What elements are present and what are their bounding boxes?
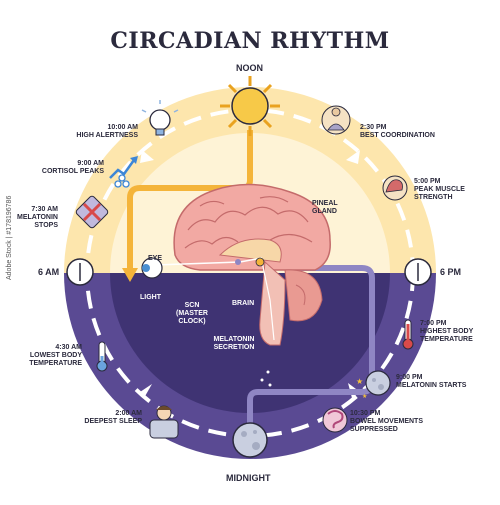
event-lowest-body-temperature: 4:30 AM LOWEST BODY TEMPERATURE xyxy=(8,344,82,368)
intestine-icon xyxy=(322,407,348,433)
brain-label: BRAIN xyxy=(232,300,255,307)
svg-text:★: ★ xyxy=(362,393,367,400)
light-path xyxy=(127,130,253,270)
event-text: DEEPEST SLEEP xyxy=(84,418,142,425)
scn-label: SCN (MASTER CLOCK) xyxy=(176,302,208,325)
event-time: 7:00 PM xyxy=(420,320,447,327)
event-text: CORTISOL PEAKS xyxy=(41,168,104,175)
orbit-arrowhead xyxy=(140,150,154,163)
event-melatonin-starts: 9:00 PM MELATONIN STARTS xyxy=(396,374,476,390)
event-text: BEST COORDINATION xyxy=(360,132,435,139)
event-time: 5:00 PM xyxy=(414,178,441,185)
page-title: CIRCADIAN RHYTHM xyxy=(110,28,390,54)
event-peak-muscle-strength: 5:00 PM PEAK MUSCLE STRENGTH xyxy=(414,178,486,202)
six-am-label: 6 AM xyxy=(38,267,60,277)
sun-icon xyxy=(220,76,280,136)
clock-ring-night xyxy=(110,273,390,413)
orbit-arrowhead xyxy=(346,150,360,164)
clock-6pm-icon xyxy=(404,258,432,286)
pineal-gland-label: PINEAL GLAND xyxy=(312,200,338,215)
melatonin-secretion-label: MELATONIN SECRETION xyxy=(213,336,255,351)
crossed-pill-icon xyxy=(75,195,109,229)
moon-icon: ★ ★ xyxy=(356,370,391,400)
event-deepest-sleep: 2:00 AM DEEPEST SLEEP xyxy=(70,410,142,426)
event-text: BOWEL MOVEMENTS SUPPRESSED xyxy=(350,418,423,433)
event-time: 9:00 AM xyxy=(77,160,104,167)
meditation-icon xyxy=(321,105,351,135)
eye-icon xyxy=(141,257,163,279)
orbit-arrowhead xyxy=(140,384,152,398)
event-text: MELATONIN STOPS xyxy=(17,214,58,229)
midnight-label: MIDNIGHT xyxy=(226,473,271,483)
event-best-coordination: 2:30 PM BEST COORDINATION xyxy=(360,124,440,140)
eye-label: EYE xyxy=(148,255,163,262)
event-text: PEAK MUSCLE STRENGTH xyxy=(414,186,465,201)
sleeping-person-icon xyxy=(149,405,179,439)
muscle-arm-icon xyxy=(382,175,408,201)
event-bowel-movements-suppressed: 10:30 PM BOWEL MOVEMENTS SUPPRESSED xyxy=(350,410,440,434)
clock-6am-icon xyxy=(66,258,94,286)
brain-illustration xyxy=(154,183,331,387)
rising-chart-icon xyxy=(109,156,138,188)
cold-thermometer-icon xyxy=(96,341,108,372)
watermark-text: Adobe Stock | #178196786 xyxy=(6,195,13,280)
light-label: LIGHT xyxy=(140,294,161,301)
event-time: 4:30 AM xyxy=(55,344,82,351)
event-time: 10:00 AM xyxy=(107,124,138,131)
event-time: 10:30 PM xyxy=(350,410,381,417)
moon-icon xyxy=(232,422,268,458)
event-highest-body-temperature: 7:00 PM HIGHEST BODY TEMPERATURE xyxy=(420,320,494,344)
event-time: 2:30 PM xyxy=(360,124,387,131)
event-text: HIGHEST BODY TEMPERATURE xyxy=(420,328,474,343)
light-arrowhead xyxy=(122,268,138,282)
six-pm-label: 6 PM xyxy=(440,267,462,277)
event-time: 2:00 AM xyxy=(115,410,142,417)
event-text: MELATONIN STARTS xyxy=(396,382,467,389)
event-high-alertness: 10:00 AM HIGH ALERTNESS xyxy=(62,124,138,140)
event-cortisol-peaks: 9:00 AM CORTISOL PEAKS xyxy=(34,160,104,176)
event-text: LOWEST BODY TEMPERATURE xyxy=(29,352,82,367)
lightbulb-icon xyxy=(141,100,179,136)
event-time: 7:30 AM xyxy=(31,206,58,213)
noon-label: NOON xyxy=(236,63,263,73)
hot-thermometer-icon xyxy=(402,319,414,350)
event-text: HIGH ALERTNESS xyxy=(76,132,138,139)
event-melatonin-stops: 7:30 AM MELATONIN STOPS xyxy=(8,206,58,230)
event-time: 9:00 PM xyxy=(396,374,423,381)
svg-text:★: ★ xyxy=(356,377,363,386)
